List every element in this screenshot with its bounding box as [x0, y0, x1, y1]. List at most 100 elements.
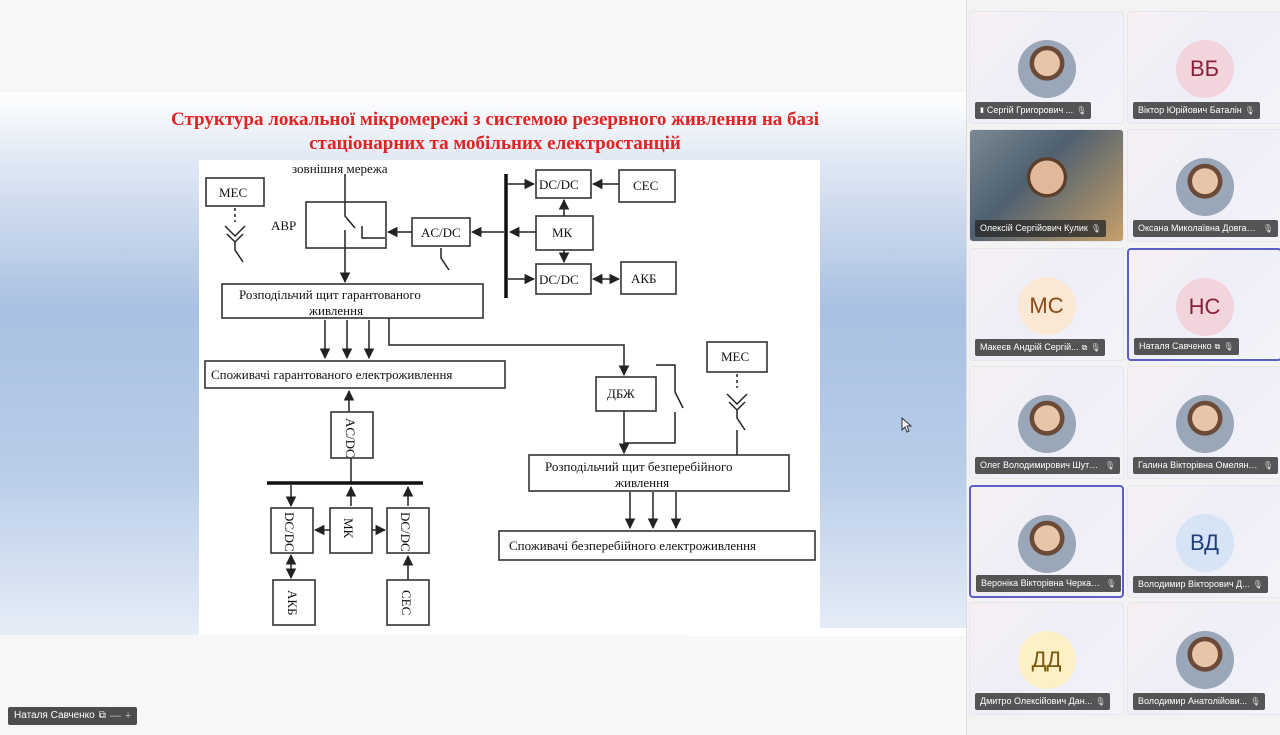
dcdc-4-label: DC/DC — [398, 512, 413, 552]
acdc-top-box — [411, 217, 471, 247]
ses-top-label: СЕС — [633, 178, 658, 193]
diagram-svg: МЕС зовнішня мережа АВР AC/DC — [204, 161, 816, 626]
avatar-photo — [1017, 395, 1076, 453]
board-to-dbzh — [388, 318, 630, 377]
participant-tile[interactable]: Володимир Анатолійови...🎙 — [1127, 602, 1280, 715]
dcdc-1-box — [535, 169, 592, 199]
minimize-button[interactable]: — — [109, 710, 121, 722]
mic-muted-icon: 🎙 — [1090, 343, 1101, 352]
mes-top-box — [205, 177, 265, 207]
mes-right-switch — [726, 393, 748, 455]
ses-bottom-box — [386, 579, 430, 626]
participant-name-badge: Наталя Савченко⧉🎙 — [1134, 338, 1239, 355]
dbzh-box — [595, 376, 657, 412]
share-screen-icon: ⧉ — [98, 710, 106, 721]
guaranteed-consumers-box — [204, 360, 506, 389]
participants-gallery: ▮Сергій Григорович ...🎙 ВБ Віктор Юрійович… — [966, 0, 1280, 735]
akb-top-box — [620, 261, 677, 295]
participant-tile[interactable]: Оксана Миколаївна Довгалюк🎙 — [1127, 129, 1280, 242]
avatar-initials: ВД — [1175, 514, 1234, 572]
dbzh-label: ДБЖ — [607, 386, 635, 401]
ups-board-line2: живлення — [614, 475, 669, 490]
participant-tile[interactable]: Олексій Сергійович Кулик🎙 — [969, 129, 1124, 242]
participant-name: Оксана Миколаївна Довгалюк — [1138, 223, 1260, 233]
mes-top-switch — [224, 225, 246, 263]
participant-name-badge: Олексій Сергійович Кулик🎙 — [975, 220, 1106, 237]
participant-name: Олексій Сергійович Кулик — [980, 223, 1088, 233]
participant-name-badge: Віктор Юрійович Баталін🎙 — [1133, 102, 1260, 119]
slide-title-line2: стаціонарних та мобільних електростанцій — [309, 133, 681, 154]
mk-top-label: МК — [552, 225, 573, 240]
mk-bottom-box — [329, 507, 373, 554]
participant-tile[interactable]: Олег Володимирович Шутенко🎙 — [969, 366, 1124, 479]
participant-name: Вероніка Вікторівна Черкаши... — [981, 578, 1103, 588]
avr-switch-line — [345, 202, 355, 282]
participant-name-badge: Олег Володимирович Шутенко🎙 — [975, 457, 1120, 474]
avatar-initials: ВБ — [1175, 40, 1234, 98]
dcdc-4-box — [386, 507, 430, 554]
mk-top-box — [535, 215, 594, 251]
participant-name: Віктор Юрійович Баталін — [1138, 105, 1242, 115]
avatar-photo — [1017, 40, 1076, 98]
dcdc-3-box — [270, 507, 314, 554]
mic-muted-icon: 🎙 — [1252, 580, 1263, 589]
participant-name: Макеєв Андрій Сергій... — [980, 342, 1079, 352]
participant-name: Володимир Анатолійови... — [1138, 696, 1248, 706]
guaranteed-board-line2: живлення — [308, 303, 363, 318]
participant-name-badge: Володимир Вікторович Д...🎙 — [1133, 576, 1268, 593]
avatar-initials: МС — [1017, 277, 1076, 335]
participant-name: Сергій Григорович ... — [986, 105, 1074, 115]
external-grid-label: зовнішня мережа — [292, 161, 388, 176]
participant-tile[interactable]: ВБ Віктор Юрійович Баталін🎙 — [1127, 11, 1280, 124]
avr-box — [305, 201, 387, 249]
video-feed — [1009, 144, 1084, 218]
mouse-pointer-icon — [901, 417, 913, 433]
dcdc-2-box — [535, 263, 592, 295]
expand-button[interactable]: + — [124, 710, 132, 722]
participant-name-badge: Макеєв Андрій Сергій...⧉🎙 — [975, 339, 1106, 356]
avatar-photo — [1175, 158, 1234, 216]
participant-name-badge: Галина Вікторівна Омеляненко🎙 — [1133, 457, 1278, 474]
ses-top-box — [618, 169, 676, 203]
participant-tile[interactable]: ВД Володимир Вікторович Д...🎙 — [1127, 485, 1280, 598]
participant-tile[interactable]: МС Макеєв Андрій Сергій...⧉🎙 — [969, 248, 1124, 361]
slide-title: Структура локальної мікромережі з систем… — [120, 108, 870, 156]
participant-name: Олег Володимирович Шутенко — [980, 460, 1102, 470]
participant-name: Дмитро Олексійович Дан... — [980, 696, 1093, 706]
mes-top-label: МЕС — [219, 185, 247, 200]
participant-tile[interactable]: Галина Вікторівна Омеляненко🎙 — [1127, 366, 1280, 479]
acdc-switch — [440, 248, 450, 271]
ses-bottom-label: СЕС — [399, 590, 414, 615]
ups-board-box — [528, 454, 790, 492]
presenter-badge[interactable]: Наталя Савченко ⧉ — + — [8, 707, 138, 725]
participant-tile[interactable]: Вероніка Вікторівна Черкаши...🎙 — [969, 485, 1124, 598]
participant-tile[interactable]: ▮Сергій Григорович ...🎙 — [969, 11, 1124, 124]
mic-muted-icon: 🎙 — [1244, 106, 1255, 115]
dbzh-bypass — [624, 364, 684, 444]
mic-muted-icon: 🎙 — [1250, 697, 1261, 706]
mic-muted-icon: 🎙 — [1105, 579, 1116, 588]
guaranteed-board-box — [221, 283, 484, 319]
avatar-photo — [1175, 395, 1234, 453]
raised-hand-icon: ⧉ — [1081, 343, 1088, 352]
participant-name: Володимир Вікторович Д... — [1138, 579, 1250, 589]
avr-label: АВР — [271, 218, 296, 233]
acdc-bottom-label: AC/DC — [343, 418, 358, 458]
shared-screen-area: Структура локальної мікромережі з систем… — [0, 92, 966, 725]
mic-muted-icon: 🎙 — [1076, 106, 1087, 115]
microgrid-diagram: МЕС зовнішня мережа АВР AC/DC — [199, 160, 820, 635]
mic-muted-icon: 🎙 — [1090, 224, 1101, 233]
participant-name-badge: Володимир Анатолійови...🎙 — [1133, 693, 1266, 710]
akb-bottom-box — [272, 579, 316, 626]
avatar-photo — [1175, 631, 1234, 689]
avr-inner — [361, 226, 385, 239]
mic-muted-icon: 🎙 — [1095, 697, 1106, 706]
dcdc-2-label: DC/DC — [539, 272, 579, 287]
dcdc-1-label: DC/DC — [539, 177, 579, 192]
slide-title-line1: Структура локальної мікромережі з систем… — [171, 109, 819, 130]
mic-muted-icon: 🎙 — [1262, 224, 1273, 233]
participant-name-badge: Оксана Миколаївна Довгалюк🎙 — [1133, 220, 1278, 237]
avatar-photo — [1017, 515, 1076, 573]
